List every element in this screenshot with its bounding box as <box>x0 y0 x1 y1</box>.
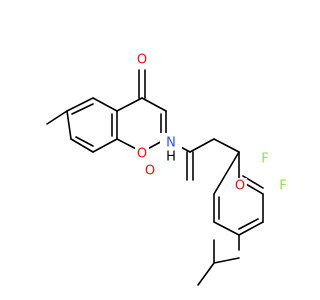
bond <box>238 221 264 236</box>
atom-fluorine-right: F <box>276 178 290 194</box>
label-ether-oxygen: O <box>235 179 245 194</box>
bonds <box>46 69 264 286</box>
atom-amide-nitrogen: N H <box>160 133 182 165</box>
label-fluorine-top: F <box>261 152 268 167</box>
bond <box>213 257 240 264</box>
bond <box>70 138 94 153</box>
bond <box>75 136 94 147</box>
label-ketone-oxygen: O <box>137 53 147 68</box>
atom-labels: O O O N H O F <box>135 52 290 194</box>
bond <box>213 221 240 236</box>
bond <box>92 97 118 112</box>
molecule-svg: O O O N H O F <box>46 52 290 286</box>
atom-ketone-oxygen: O <box>135 52 149 68</box>
bond <box>66 110 72 140</box>
atom-ring-oxygen: O <box>135 146 149 162</box>
label-amide-oxygen: O <box>145 164 155 179</box>
atom-fluorine-top: F <box>258 151 272 167</box>
label-ring-oxygen: O <box>137 147 147 162</box>
bond <box>197 262 215 286</box>
bond <box>66 97 94 112</box>
bond <box>71 103 94 115</box>
atom-ether-oxygen: O <box>233 178 247 194</box>
label-amide-nitrogen: N <box>166 136 176 151</box>
label-fluorine-right: F <box>279 179 286 194</box>
atom-amide-oxygen: O <box>143 163 157 179</box>
label-amide-hydrogen: H <box>166 150 176 165</box>
bond <box>213 138 240 153</box>
bond <box>92 138 118 153</box>
bond <box>116 97 143 112</box>
bond <box>238 218 259 230</box>
bond <box>189 138 215 153</box>
bond <box>141 97 167 112</box>
bond <box>46 110 68 125</box>
molecule-structure: O O O N H O F <box>46 52 290 286</box>
bond <box>213 151 240 195</box>
